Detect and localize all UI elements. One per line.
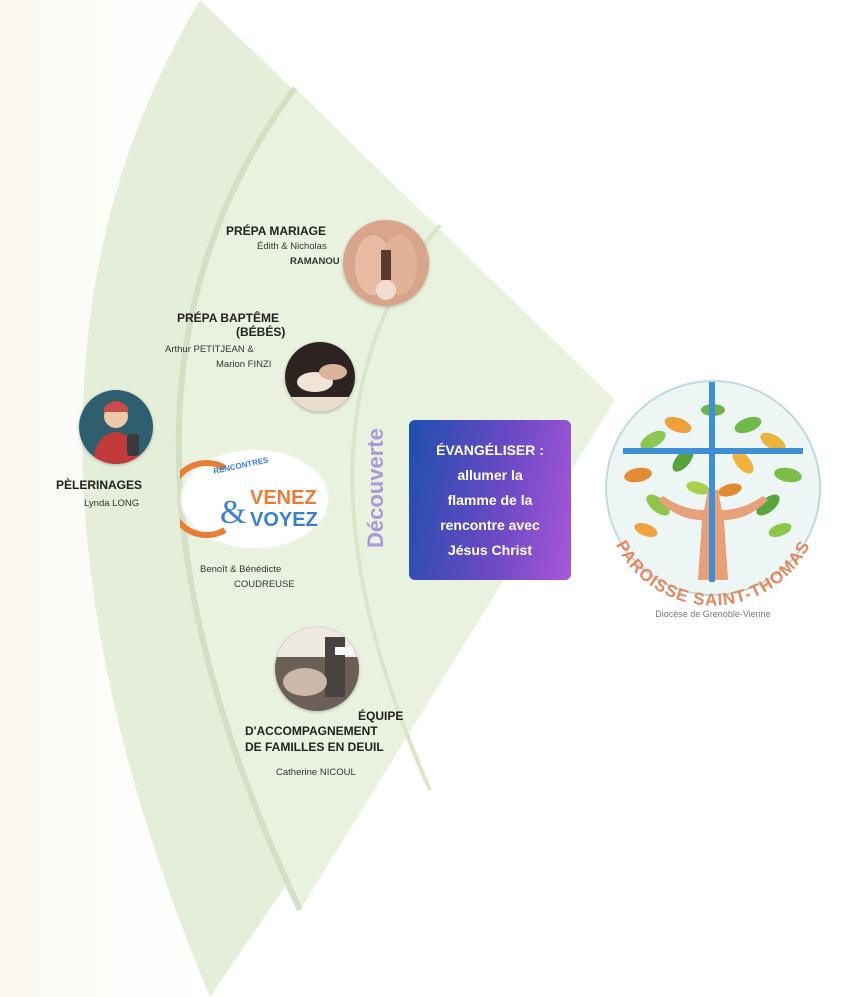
evangeliser-line4: rencontre avec <box>440 516 540 533</box>
evangeliser-box: ÉVANGÉLISER : allumer la flamme de la re… <box>409 420 571 580</box>
prepa-mariage-photo <box>343 220 429 306</box>
venez-voyez-person1: Benoît & Bénédicte <box>200 564 282 575</box>
venez-word: VENEZ <box>250 487 317 509</box>
pelerinages-photo <box>79 390 153 464</box>
evangeliser-line3: flamme de la <box>447 491 533 508</box>
prepa-bapteme-person1: Arthur PETITJEAN & <box>165 344 254 355</box>
cross-icon <box>623 382 803 582</box>
pelerinages-title: PÈLERINAGES <box>56 478 143 492</box>
venez-voyez-amp: & <box>220 494 246 531</box>
deuil-person: Catherine NICOUL <box>276 767 356 778</box>
prepa-mariage-person1: Édith & Nicholas <box>257 241 327 252</box>
fan-sector-inner <box>178 88 615 910</box>
paroisse-logo: PAROISSE SAINT-THOMAS Diocèse de Grenobl… <box>578 370 848 640</box>
venez-voyez-logo: RENCONTRES & VENEZ VOYEZ <box>167 448 330 550</box>
deuil-title2: D'ACCOMPAGNEMENT <box>245 724 378 738</box>
pelerinages-person: Lynda LONG <box>84 498 140 509</box>
venez-voyez-person2: COUDREUSE <box>234 579 295 590</box>
decouverte-label: Découverte <box>363 428 388 548</box>
evangeliser-line5: Jésus Christ <box>447 541 533 558</box>
voyez-word: VOYEZ <box>250 509 318 531</box>
prepa-bapteme-photo <box>285 342 355 412</box>
arc-line-outer <box>175 86 303 912</box>
prepa-bapteme-title2: (BÉBÉS) <box>236 325 286 339</box>
evangeliser-line2: allumer la <box>457 466 523 483</box>
evangeliser-line1: ÉVANGÉLISER : <box>436 441 544 458</box>
deuil-photo <box>275 627 359 711</box>
prepa-bapteme-title1: PRÉPA BAPTÊME <box>177 311 280 325</box>
prepa-bapteme-person2: Marion FINZI <box>216 359 272 370</box>
deuil-title1: ÉQUIPE <box>358 709 404 723</box>
prepa-mariage-person2: RAMANOU <box>290 256 340 267</box>
logo-diocese: Diocèse de Grenoble-Vienne <box>655 609 770 619</box>
deuil-title3: DE FAMILLES EN DEUIL <box>245 740 384 754</box>
prepa-mariage-title: PRÉPA MARIAGE <box>226 224 327 238</box>
